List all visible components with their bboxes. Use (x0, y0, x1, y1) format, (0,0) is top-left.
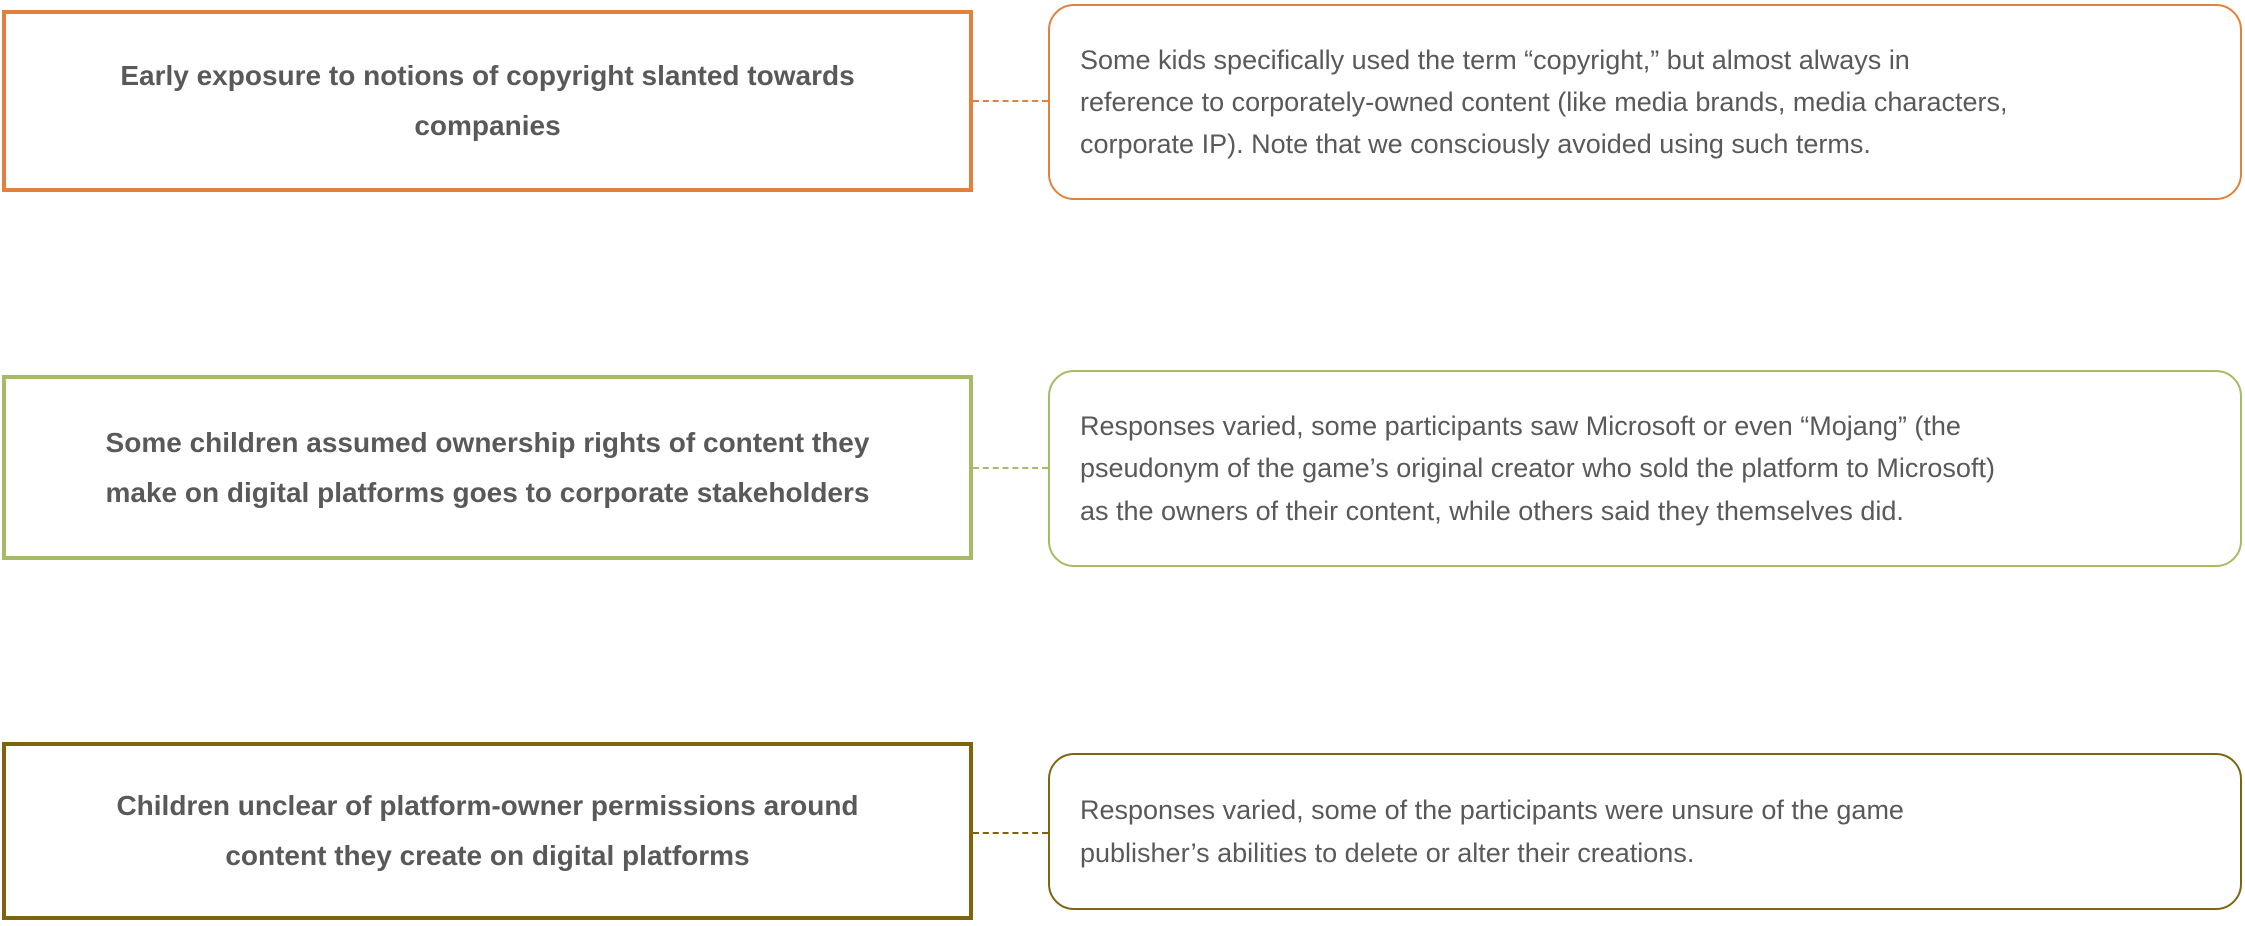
connector-line (973, 467, 1048, 469)
detail-text: Responses varied, some participants saw … (1080, 411, 1995, 526)
finding-box-early-exposure-copyright: Early exposure to notions of copyright s… (2, 10, 973, 192)
connector-line (973, 832, 1048, 834)
finding-text: Early exposure to notions of copyright s… (120, 60, 855, 141)
finding-box-unclear-platform-permissions: Children unclear of platform-owner permi… (2, 742, 973, 920)
finding-box-assumed-corporate-ownership: Some children assumed ownership rights o… (2, 375, 973, 560)
finding-text: Some children assumed ownership rights o… (105, 426, 870, 508)
detail-box-unclear-platform-permissions: Responses varied, some of the participan… (1048, 753, 2242, 910)
connector-line (973, 100, 1048, 102)
detail-box-early-exposure-copyright: Some kids specifically used the term “co… (1048, 4, 2242, 200)
detail-box-assumed-corporate-ownership: Responses varied, some participants saw … (1048, 370, 2242, 567)
detail-text: Some kids specifically used the term “co… (1080, 44, 2008, 160)
detail-text: Responses varied, some of the participan… (1080, 795, 1904, 868)
finding-text: Children unclear of platform-owner permi… (116, 790, 859, 871)
